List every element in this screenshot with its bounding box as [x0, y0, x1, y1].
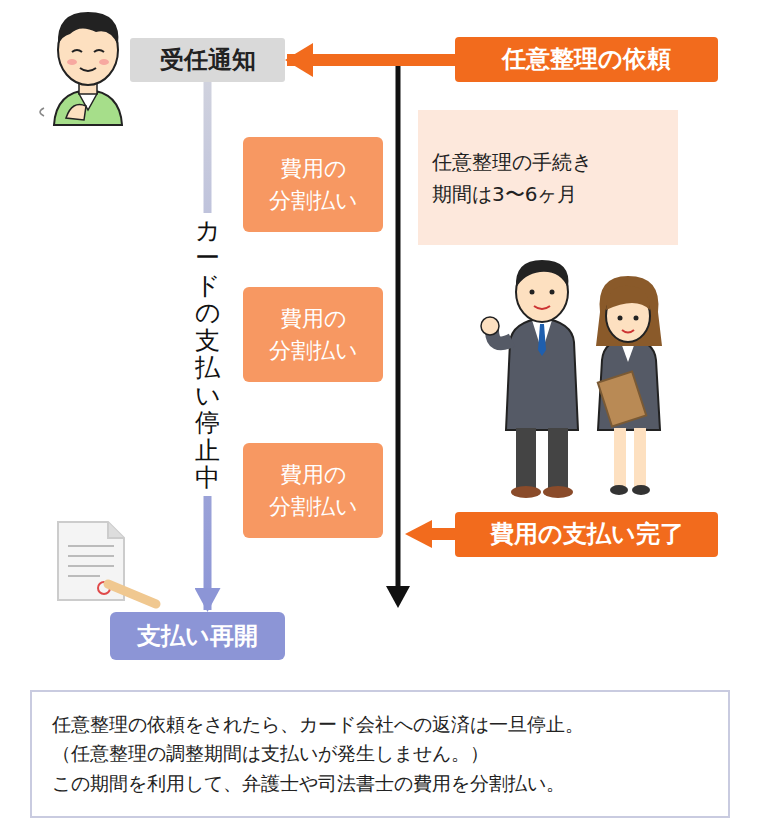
installment-box: 費用の 分割払い — [243, 287, 383, 382]
timeline-head — [386, 586, 410, 608]
installment-box: 費用の 分割払い — [243, 443, 383, 538]
node-text: 費用の 分割払い — [266, 153, 361, 217]
completion-arrow — [428, 528, 456, 540]
connector-arrow — [287, 54, 455, 66]
node-text: 任意整理の依頼 — [502, 45, 671, 74]
edge-label: カードの支払い停止中 — [193, 213, 222, 496]
lawyer-man — [481, 260, 578, 498]
notice-box: 受任通知 — [130, 38, 285, 82]
node-text: 任意整理の依頼をされたら、カード会社への返済は一旦停止。 — [52, 710, 584, 739]
man-icon — [40, 12, 122, 125]
node-text: （任意整理の調整期間は支払いが発生しません。） — [52, 739, 489, 768]
note-box: 任意整理の手続き 期間は3〜6ヶ月 — [418, 110, 678, 245]
completion-head — [405, 520, 432, 548]
node-text: 費用の 分割払い — [266, 303, 361, 367]
node-text: 受任通知 — [160, 46, 256, 75]
lawyer-woman — [596, 276, 662, 495]
timeline — [396, 60, 401, 590]
summary-box: 任意整理の依頼をされたら、カード会社への返済は一旦停止。（任意整理の調整期間は支… — [30, 690, 730, 818]
node-text: この期間を利用して、弁護士や司法書士の費用を分割払い。 — [52, 769, 565, 798]
resume-box: 支払い再開 — [110, 612, 285, 660]
node-text: 支払い再開 — [137, 622, 258, 651]
installment-box: 費用の 分割払い — [243, 137, 383, 232]
node-text: 任意整理の手続き 期間は3〜6ヶ月 — [432, 146, 632, 210]
completion-box: 費用の支払い完了 — [455, 512, 718, 557]
node-text: 費用の 分割払い — [266, 459, 361, 523]
request-box: 任意整理の依頼 — [455, 37, 718, 82]
node-text: 費用の支払い完了 — [490, 520, 684, 549]
document-icon — [58, 522, 156, 604]
